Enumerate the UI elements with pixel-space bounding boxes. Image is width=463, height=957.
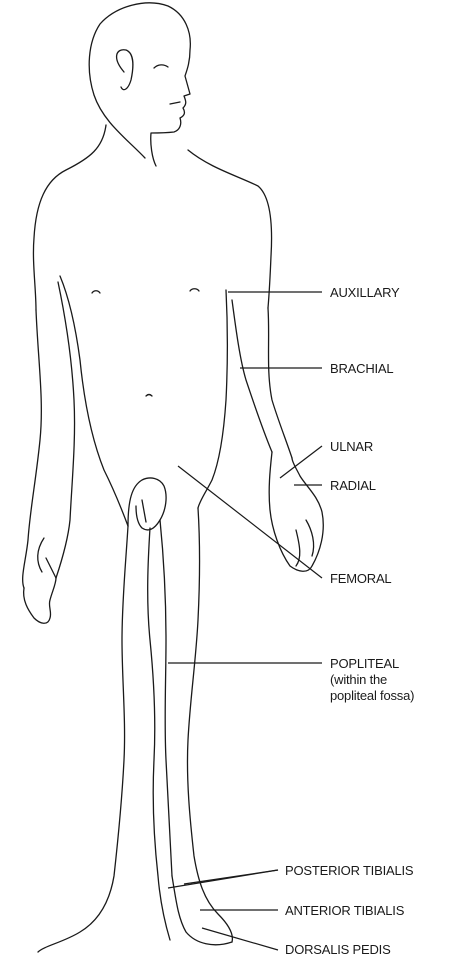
right-arm-outer [268,308,292,458]
torso-right-side [198,290,228,508]
leader-lines [168,292,322,950]
left-thumb-outline [38,538,56,578]
label-radial: RADIAL [330,478,376,493]
right-nipple [190,289,199,291]
label-femoral: FEMORAL [330,571,391,586]
navel [146,395,152,397]
left-arm-outer [23,310,42,588]
label-brachial: BRACHIAL [330,361,393,376]
left-shoulder-outline [33,125,106,310]
right-shoulder-outline [188,150,272,308]
ulnar-leader [280,446,322,478]
left-arm-inner [56,282,75,578]
left-leg-inner [148,528,170,940]
pulse-labels: AUXILLARY BRACHIAL ULNAR RADIAL FEMORAL … [285,285,414,957]
right-arm-inner [232,300,272,452]
right-hand-outline [269,452,323,571]
head-outline [89,3,190,166]
left-leg-outer [38,526,128,952]
eye-mark [154,65,168,68]
label-anterior-tibialis: ANTERIOR TIBIALIS [285,903,405,918]
ear-outline [117,50,133,90]
left-nipple [92,291,100,293]
right-leg-outer [187,508,232,942]
dorsalis-pedis-leader [202,928,278,950]
label-posterior-tibialis: POSTERIOR TIBIALIS [285,863,414,878]
label-popliteal-sub-2: popliteal fossa) [330,688,414,703]
label-popliteal-sub-1: (within the [330,672,387,687]
mouth-mark [170,102,180,104]
label-ulnar: ULNAR [330,439,373,454]
label-popliteal: POPLITEAL [330,656,399,671]
label-dorsalis-pedis: DORSALIS PEDIS [285,942,391,957]
right-leg-inner [160,520,172,876]
body-outline [23,3,324,952]
label-auxillary: AUXILLARY [330,285,400,300]
left-hand-outline [24,578,56,623]
torso-left-side [60,276,128,526]
